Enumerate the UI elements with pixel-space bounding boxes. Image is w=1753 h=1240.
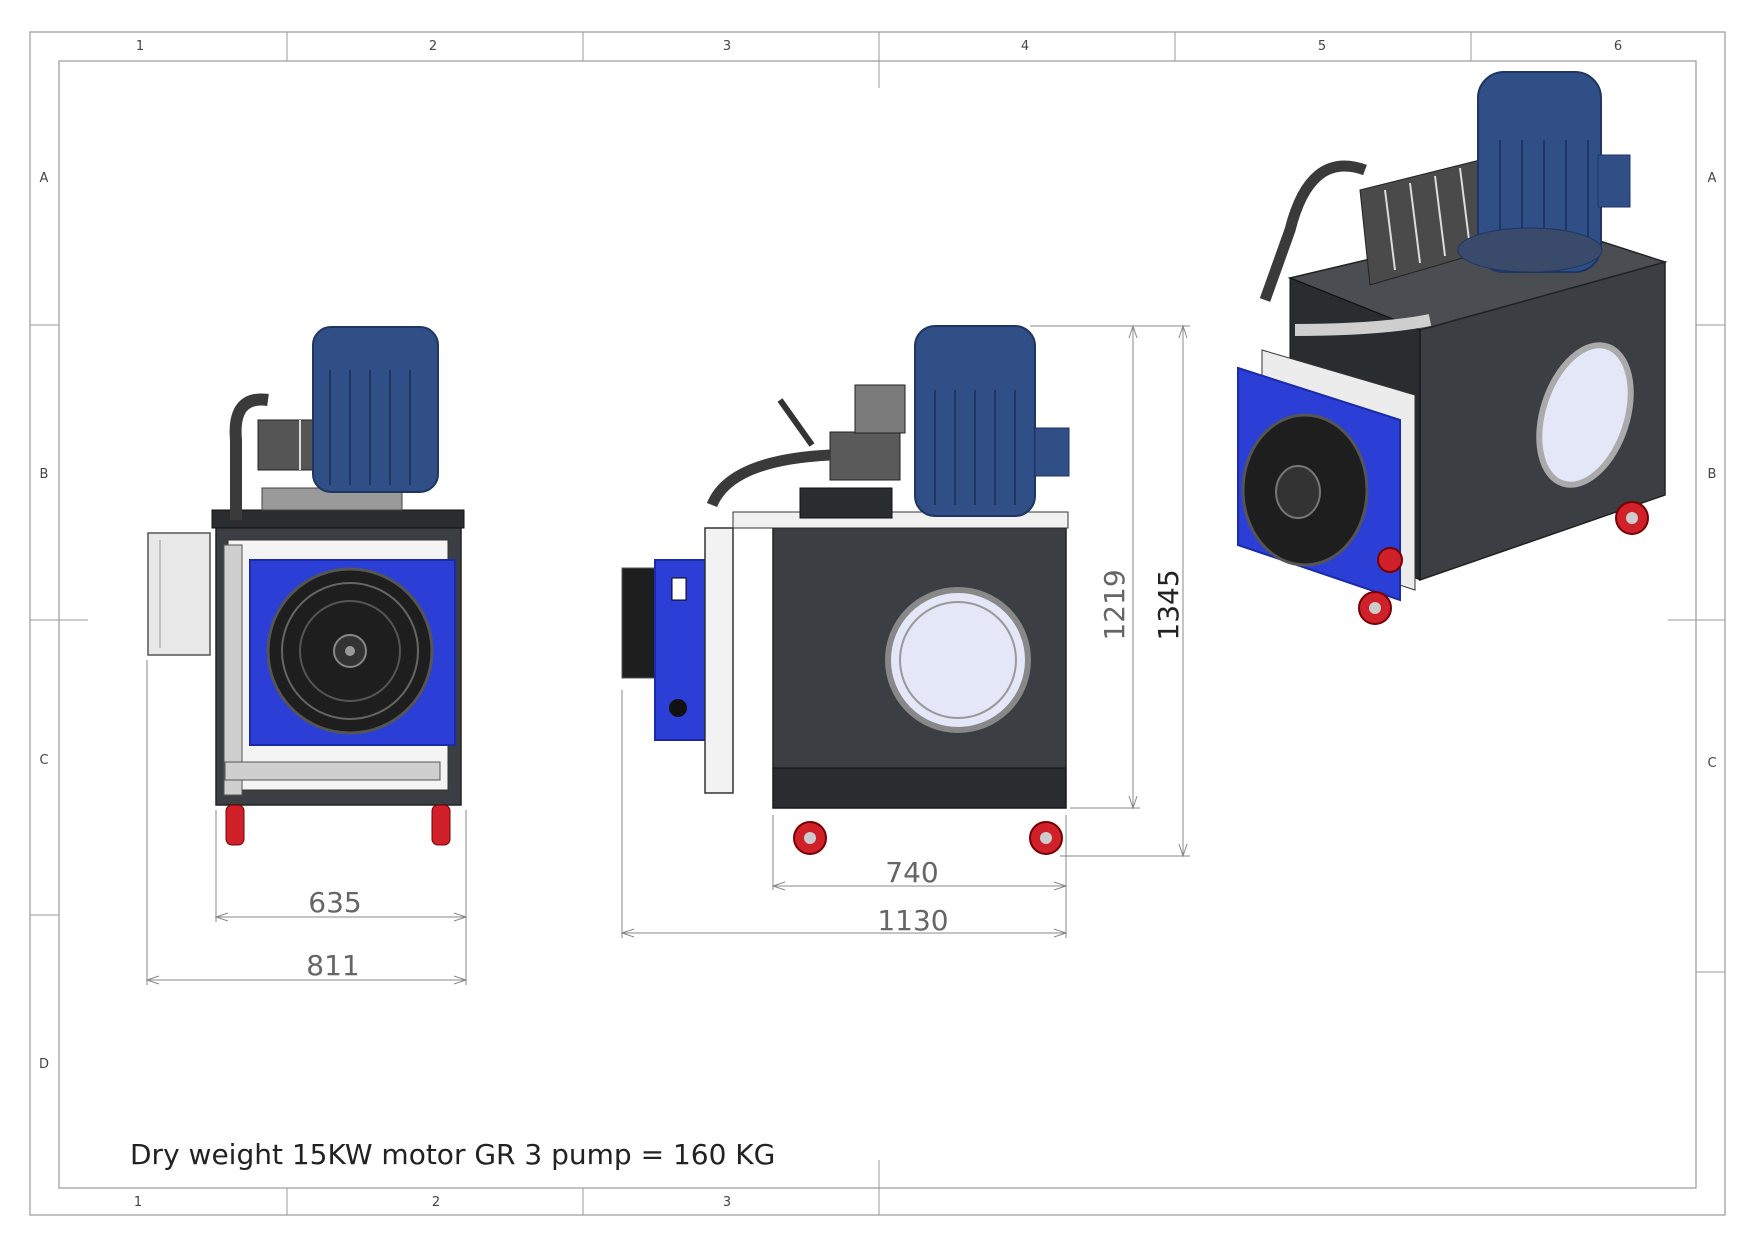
side-window bbox=[885, 587, 1031, 733]
dim-side-total-width: 1130 bbox=[877, 904, 948, 937]
outer-border bbox=[29, 31, 1726, 1216]
zone-col-6: 6 bbox=[1614, 39, 1622, 54]
zone-col-1: 1 bbox=[136, 39, 144, 54]
side-valve bbox=[829, 431, 901, 481]
zone-col-3: 3 bbox=[723, 39, 731, 54]
front-view bbox=[147, 326, 465, 846]
side-view bbox=[621, 325, 1070, 855]
zone-row-d: D bbox=[39, 1057, 49, 1072]
zone-col-bottom-2: 2 bbox=[432, 1195, 440, 1210]
isometric-view bbox=[1237, 71, 1668, 625]
zone-col-5: 5 bbox=[1318, 39, 1326, 54]
dim-front-inner-width: 635 bbox=[308, 886, 361, 919]
inner-border bbox=[58, 60, 1697, 1189]
front-motor bbox=[312, 326, 439, 493]
side-dimensions bbox=[620, 324, 1190, 938]
zone-row-c: C bbox=[39, 753, 48, 768]
dry-weight-note: Dry weight 15KW motor GR 3 pump = 160 KG bbox=[130, 1138, 776, 1171]
zone-col-bottom-1: 1 bbox=[134, 1195, 142, 1210]
zone-row-right-a: A bbox=[1708, 171, 1717, 186]
zone-col-bottom-3: 3 bbox=[723, 1195, 731, 1210]
front-dimensions bbox=[145, 660, 468, 985]
zone-row-a: A bbox=[40, 171, 49, 186]
zone-col-4: 4 bbox=[1021, 39, 1029, 54]
zone-dividers bbox=[30, 32, 1725, 1215]
dim-height-total: 1345 bbox=[1152, 569, 1185, 640]
dim-height-tank: 1219 bbox=[1098, 569, 1131, 640]
zone-row-right-b: B bbox=[1708, 467, 1717, 482]
zone-row-right-c: C bbox=[1707, 756, 1716, 771]
zone-row-b: B bbox=[40, 467, 49, 482]
electrical-box bbox=[147, 532, 211, 656]
dim-side-base-width: 740 bbox=[885, 856, 938, 889]
iso-window bbox=[1536, 342, 1634, 488]
dim-front-outer-width: 811 bbox=[306, 949, 359, 982]
zone-col-2: 2 bbox=[429, 39, 437, 54]
